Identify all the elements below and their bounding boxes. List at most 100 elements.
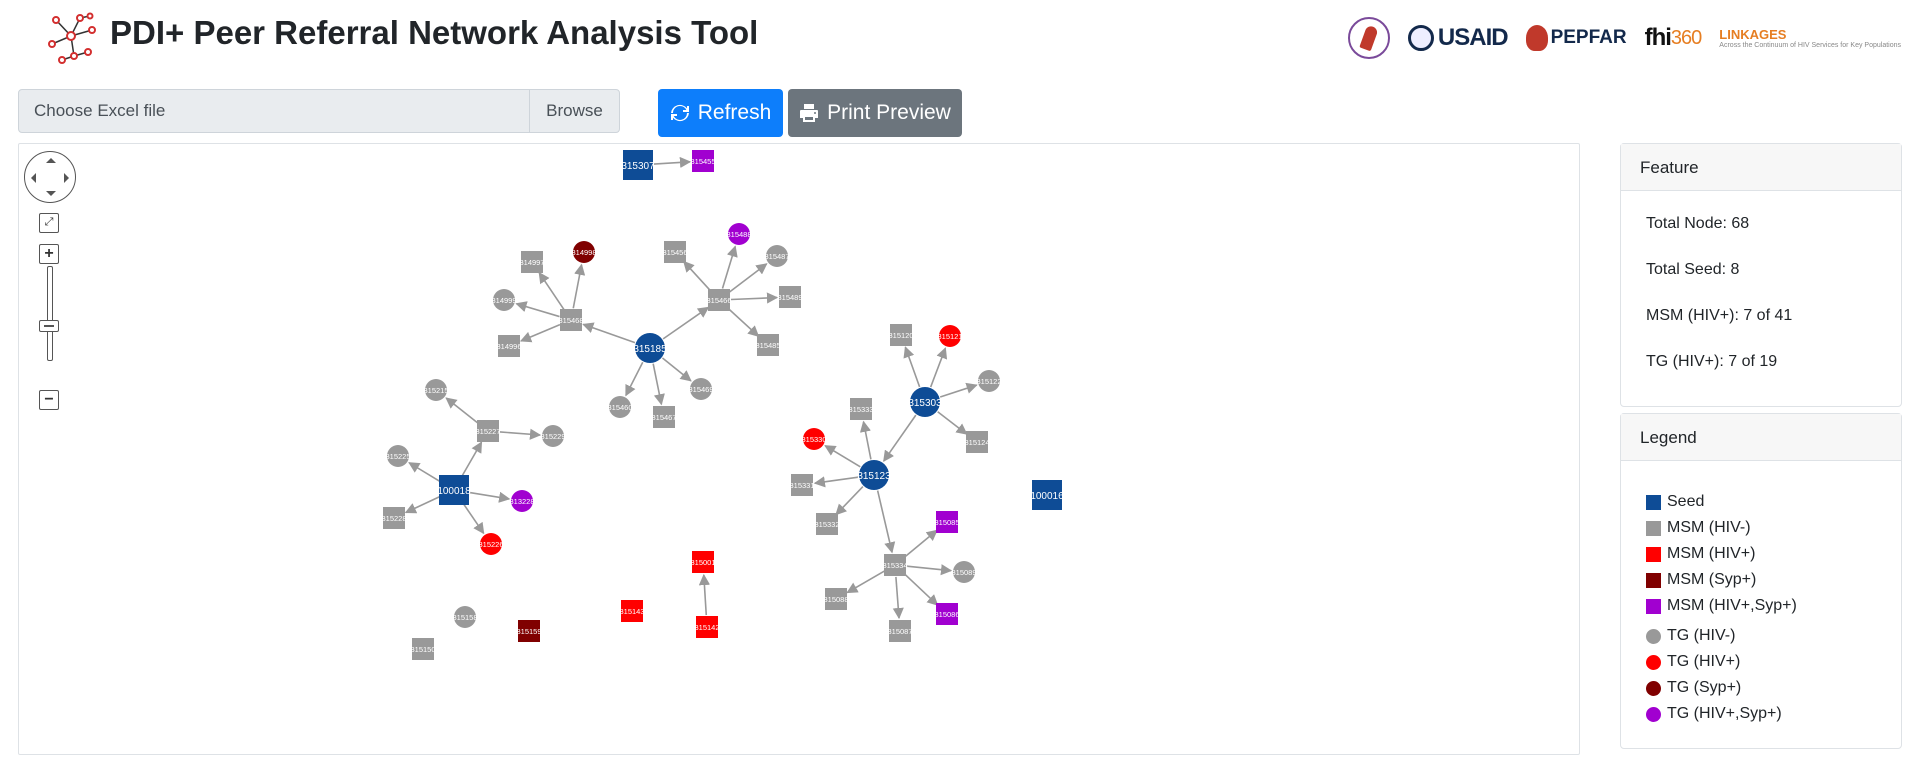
network-node[interactable]: 315469 [688, 378, 714, 400]
network-node[interactable]: 315086 [934, 603, 960, 625]
network-node[interactable]: 100018 [437, 475, 471, 505]
network-node[interactable]: 315303 [908, 387, 942, 417]
network-node[interactable]: 315331 [789, 474, 815, 496]
node-shape[interactable] [439, 475, 469, 505]
network-node[interactable]: 315215 [423, 379, 449, 401]
pan-down-icon[interactable] [46, 191, 56, 201]
network-node[interactable]: 315468 [558, 309, 584, 331]
network-node[interactable]: 315228 [381, 507, 407, 529]
node-shape[interactable] [766, 245, 788, 267]
node-shape[interactable] [383, 507, 405, 529]
node-shape[interactable] [480, 533, 502, 555]
network-node[interactable]: 315485 [755, 334, 781, 356]
zoom-slider-handle[interactable] [39, 320, 59, 332]
network-node[interactable]: 313228 [509, 490, 535, 512]
network-node[interactable]: 100016 [1030, 480, 1064, 510]
node-shape[interactable] [664, 241, 686, 263]
node-shape[interactable] [692, 150, 714, 172]
node-shape[interactable] [560, 309, 582, 331]
node-shape[interactable] [511, 490, 533, 512]
network-node[interactable]: 315123 [857, 460, 891, 490]
node-shape[interactable] [936, 511, 958, 533]
node-shape[interactable] [966, 431, 988, 453]
zoom-out-button[interactable]: − [39, 390, 59, 410]
network-node[interactable]: 315159 [516, 620, 542, 642]
network-node[interactable]: 315185 [633, 333, 667, 363]
node-shape[interactable] [653, 406, 675, 428]
network-node[interactable]: 315225 [385, 445, 411, 467]
node-shape[interactable] [978, 370, 1000, 392]
node-shape[interactable] [850, 398, 872, 420]
node-shape[interactable] [623, 150, 653, 180]
node-shape[interactable] [521, 251, 543, 273]
node-shape[interactable] [454, 606, 476, 628]
network-node[interactable]: 315487 [764, 245, 790, 267]
node-shape[interactable] [910, 387, 940, 417]
network-node[interactable]: 315143 [619, 600, 645, 622]
network-node[interactable]: 315150 [410, 638, 436, 660]
network-node[interactable]: 315158 [452, 606, 478, 628]
network-node[interactable]: 314997 [519, 251, 545, 273]
network-node[interactable]: 315332 [814, 513, 840, 535]
node-shape[interactable] [573, 241, 595, 263]
zoom-in-button[interactable]: + [39, 244, 59, 264]
node-shape[interactable] [757, 334, 779, 356]
node-shape[interactable] [1032, 480, 1062, 510]
node-shape[interactable] [387, 445, 409, 467]
network-node[interactable]: 315334 [882, 554, 908, 576]
network-node[interactable]: 315088 [823, 588, 849, 610]
node-shape[interactable] [498, 335, 520, 357]
node-shape[interactable] [884, 554, 906, 576]
node-shape[interactable] [859, 460, 889, 490]
node-shape[interactable] [779, 286, 801, 308]
node-shape[interactable] [889, 620, 911, 642]
network-node[interactable]: 315456 [662, 241, 688, 263]
network-node[interactable]: 315460 [607, 396, 633, 418]
pan-left-icon[interactable] [26, 173, 36, 183]
node-shape[interactable] [477, 420, 499, 442]
pan-control[interactable] [24, 151, 76, 203]
network-node[interactable]: 314998 [571, 241, 597, 263]
pan-right-icon[interactable] [64, 173, 74, 183]
node-shape[interactable] [412, 638, 434, 660]
node-shape[interactable] [425, 379, 447, 401]
node-shape[interactable] [939, 325, 961, 347]
network-node[interactable]: 315227 [475, 420, 501, 442]
node-shape[interactable] [609, 396, 631, 418]
node-shape[interactable] [890, 324, 912, 346]
node-shape[interactable] [953, 561, 975, 583]
network-node[interactable]: 315120 [888, 324, 914, 346]
node-shape[interactable] [816, 513, 838, 535]
network-node[interactable]: 315001 [690, 551, 716, 573]
node-shape[interactable] [696, 616, 718, 638]
node-shape[interactable] [791, 474, 813, 496]
network-node[interactable]: 315489 [777, 286, 803, 308]
node-shape[interactable] [493, 289, 515, 311]
pan-up-icon[interactable] [46, 153, 56, 163]
network-node[interactable]: 315087 [887, 620, 913, 642]
network-node[interactable]: 314996 [496, 335, 522, 357]
network-node[interactable]: 315229 [540, 425, 566, 447]
node-shape[interactable] [690, 378, 712, 400]
node-shape[interactable] [936, 603, 958, 625]
network-node[interactable]: 315124 [964, 431, 990, 453]
network-node[interactable]: 314999 [491, 289, 517, 311]
node-shape[interactable] [708, 289, 730, 311]
node-shape[interactable] [542, 425, 564, 447]
print-preview-button[interactable]: Print Preview [788, 89, 962, 137]
network-node[interactable]: 315333 [848, 398, 874, 420]
network-node[interactable]: 315455 [690, 150, 716, 172]
network-node[interactable]: 315307 [621, 150, 655, 180]
browse-button[interactable]: Browse [529, 90, 619, 132]
network-node[interactable]: 315488 [726, 223, 752, 245]
network-node[interactable]: 315330 [801, 428, 827, 450]
fit-view-button[interactable]: ⤢ [39, 213, 59, 233]
node-shape[interactable] [825, 588, 847, 610]
zoom-slider-track[interactable] [47, 266, 53, 361]
network-node[interactable]: 315467 [651, 406, 677, 428]
network-node[interactable]: 315121 [937, 325, 963, 347]
refresh-button[interactable]: Refresh [658, 89, 783, 137]
network-node[interactable]: 315142 [694, 616, 720, 638]
